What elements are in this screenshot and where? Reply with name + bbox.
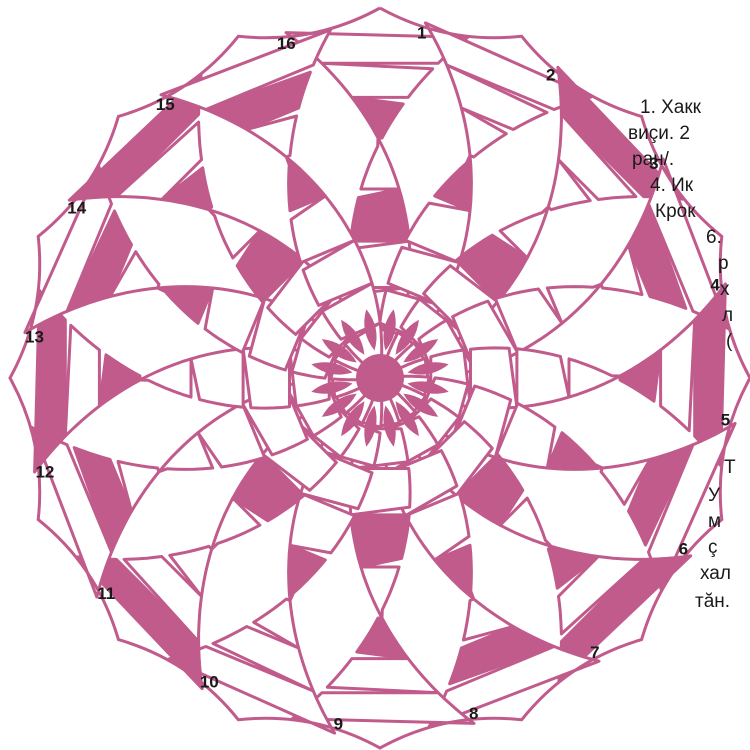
center-hub — [356, 354, 404, 402]
clue-line: хал — [700, 564, 731, 584]
clue-line: ç — [708, 538, 718, 558]
clue-line: виçи. 2 — [628, 124, 690, 144]
clue-line: ран/. — [632, 150, 674, 170]
clue-line: х — [720, 280, 730, 300]
clue-line: У — [708, 486, 720, 506]
number-label-12: 12 — [35, 463, 54, 482]
number-label-4: 4 — [710, 275, 720, 294]
clue-line: 4. Ик — [650, 176, 693, 196]
clue-line: р — [718, 254, 729, 274]
number-label-2: 2 — [546, 66, 555, 85]
petal-cell — [351, 515, 409, 567]
number-label-11: 11 — [97, 584, 115, 603]
number-label-13: 13 — [25, 327, 44, 346]
clue-line: м — [708, 512, 721, 532]
number-label-1: 1 — [417, 24, 426, 43]
petal-cell — [351, 189, 409, 241]
number-label-10: 10 — [200, 672, 219, 691]
number-label-15: 15 — [156, 95, 175, 114]
number-label-6: 6 — [679, 540, 688, 559]
number-label-14: 14 — [67, 198, 86, 217]
petal-cell — [191, 349, 243, 407]
clue-line: ( — [726, 332, 732, 352]
clue-line: Т — [724, 458, 736, 478]
clue-line: 6. — [706, 228, 722, 248]
clue-line: л — [722, 306, 733, 326]
number-label-8: 8 — [469, 704, 478, 723]
number-label-7: 7 — [590, 643, 599, 662]
number-label-16: 16 — [277, 34, 296, 53]
clue-line: 1. Хакк — [640, 98, 701, 118]
clue-line: Крок — [655, 202, 696, 222]
number-label-5: 5 — [721, 411, 730, 430]
clue-line: тăн. — [695, 592, 730, 612]
number-label-9: 9 — [334, 715, 343, 734]
petal-cell — [517, 349, 569, 407]
